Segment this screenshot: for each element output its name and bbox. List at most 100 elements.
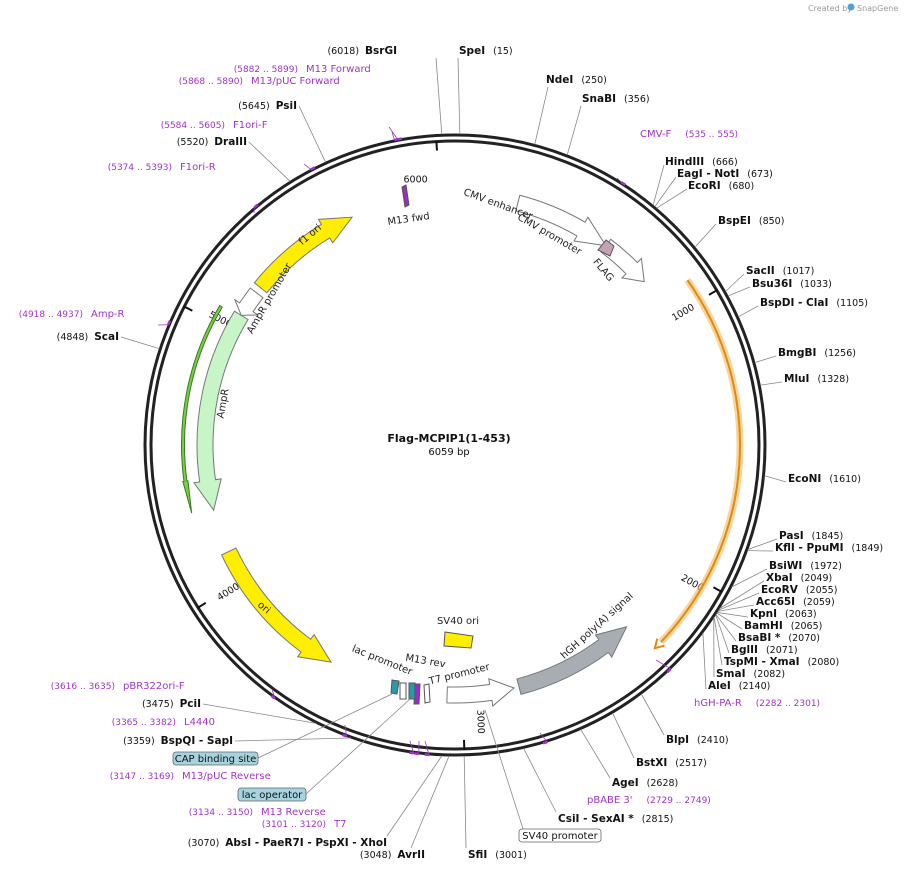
site-leader-acc65i bbox=[717, 604, 755, 612]
primer-pos-f1ori-f: (5584 .. 5605) bbox=[161, 121, 225, 131]
site-leader-psii bbox=[298, 105, 326, 163]
site-pos-bmgbi: (1256) bbox=[824, 348, 856, 359]
box-leader-cap-binding-site bbox=[257, 693, 393, 759]
primer-mark-amp-r bbox=[167, 320, 172, 326]
site-name-bsabi: BsaBI * bbox=[738, 632, 781, 644]
primer-pos-m13-puc-forward: (5868 .. 5890) bbox=[179, 77, 243, 87]
site-name-pasi: PasI bbox=[779, 530, 804, 542]
site-pos-ecori: (680) bbox=[729, 181, 755, 192]
primer-pos-hgh-pa-r: (2282 .. 2301) bbox=[756, 699, 820, 709]
site-leader-xbai bbox=[719, 580, 765, 609]
site-leader-csii-sexai bbox=[523, 748, 557, 813]
site-name-econi: EcoNI bbox=[788, 473, 821, 485]
box-label-cap-binding-site: CAP binding site bbox=[175, 754, 257, 765]
site-name-snabi: SnaBI bbox=[582, 93, 616, 105]
backbone-outer bbox=[143, 133, 767, 757]
site-pos-bsabi: (2070) bbox=[788, 633, 820, 644]
site-name-csii-sexai: CsiI - SexAI * bbox=[558, 813, 634, 825]
site-leader-bsiwi bbox=[731, 568, 768, 588]
credit-brand: SnapGene bbox=[857, 4, 898, 13]
primer-name-cmv-f: CMV-F bbox=[640, 129, 671, 140]
site-leader-pasi bbox=[747, 538, 778, 550]
primer-leader-cmv-f bbox=[616, 177, 622, 183]
site-leader-snabi bbox=[566, 105, 582, 156]
site-pos-ecorv: (2055) bbox=[806, 585, 838, 596]
feature-arrows bbox=[181, 184, 744, 708]
site-pos-blpi: (2410) bbox=[697, 735, 729, 746]
site-leader-ndei bbox=[534, 86, 549, 145]
primer-name-amp-r: Amp-R bbox=[91, 309, 125, 320]
ampr-orf-line bbox=[181, 304, 223, 514]
site-leader-bstxi bbox=[612, 712, 635, 759]
site-leader-ecori bbox=[656, 188, 688, 209]
ampr-promoter-feature bbox=[233, 287, 264, 316]
primer-leader-m13-forward bbox=[388, 126, 398, 140]
site-pos-absi-paer7i-pspxi-xhoi: (3070) bbox=[188, 838, 220, 849]
primer-name-t7: T7 bbox=[333, 819, 346, 830]
primer-mark-m13-puc-reverse bbox=[409, 751, 414, 755]
sv40-promoter-feature bbox=[446, 678, 515, 708]
site-name-acc65i: Acc65I bbox=[756, 596, 795, 608]
plasmid-name: Flag-MCPIP1(1-453) bbox=[387, 432, 510, 445]
site-pos-agei: (2628) bbox=[647, 778, 679, 789]
lac-operator-feature bbox=[408, 682, 416, 700]
tick-label-1000: 1000 bbox=[670, 302, 696, 324]
site-pos-xbai: (2049) bbox=[801, 573, 833, 584]
primer-mark-l4440 bbox=[341, 733, 347, 738]
site-leader-eagi-noti bbox=[654, 176, 677, 207]
box-lac-operator bbox=[237, 787, 307, 802]
site-name-bspqi-sapi: BspQI - SapI bbox=[161, 735, 233, 747]
feature-label-sv40-ori: SV40 ori bbox=[437, 616, 479, 627]
primer-name-l4440: L4440 bbox=[184, 717, 215, 728]
site-name-tspmi-xmai: TspMI - XmaI bbox=[724, 656, 800, 668]
site-pos-bamhi: (2065) bbox=[791, 621, 823, 632]
site-pos-sfii: (3001) bbox=[495, 850, 527, 861]
primer-leader-l4440 bbox=[344, 724, 347, 737]
site-leader-bspqi-sapi bbox=[234, 737, 351, 742]
site-name-ndei: NdeI bbox=[546, 74, 573, 86]
primer-leader-m13-puc-forward bbox=[391, 131, 395, 141]
cmv-enhancer-feature bbox=[515, 194, 607, 247]
site-leader-agei bbox=[580, 729, 611, 779]
primer-mark-f1ori-r bbox=[253, 203, 259, 209]
mcpip1-feature-head bbox=[653, 638, 665, 650]
site-name-draiii: DraIII bbox=[214, 136, 247, 148]
site-pos-spei: (15) bbox=[493, 46, 513, 57]
flag-feature bbox=[597, 239, 615, 257]
site-name-hindiii: HindIII bbox=[665, 156, 704, 168]
site-pos-bspdi-clai: (1105) bbox=[836, 298, 868, 309]
site-pos-pcii: (3475) bbox=[142, 699, 174, 710]
site-name-sacii: SacII bbox=[746, 265, 775, 277]
primer-pos-amp-r: (4918 .. 4937) bbox=[19, 310, 83, 320]
site-name-bspei: BspEI bbox=[718, 215, 751, 227]
site-leader-bsabi bbox=[715, 614, 737, 642]
primer-name-m13-forward: M13 Forward bbox=[306, 64, 371, 75]
primer-name-pbr322ori-f: pBR322ori-F bbox=[123, 681, 185, 692]
site-pos-psii: (5645) bbox=[238, 101, 270, 112]
site-pos-kfli-ppumi: (1849) bbox=[852, 543, 884, 554]
tick-mark-1000 bbox=[708, 288, 719, 296]
site-name-kpni: KpnI bbox=[750, 608, 777, 620]
site-pos-econi: (1610) bbox=[829, 474, 861, 485]
credit-text: Created by bbox=[808, 4, 852, 13]
site-leader-spei bbox=[457, 57, 461, 135]
site-leader-kpni bbox=[717, 612, 749, 618]
site-leader-pcii bbox=[202, 703, 317, 724]
primer-mark-pbabe-3 bbox=[542, 740, 548, 745]
site-pos-mlui: (1328) bbox=[817, 374, 849, 385]
primer-pos-pbabe-3: (2729 .. 2749) bbox=[647, 796, 711, 806]
site-name-ecori: EcoRI bbox=[688, 180, 721, 192]
site-pos-bglii: (2071) bbox=[766, 645, 798, 656]
site-pos-pasi: (1845) bbox=[812, 531, 844, 542]
primer-pos-l4440: (3365 .. 3382) bbox=[112, 718, 176, 728]
box-cap-binding-site bbox=[172, 751, 259, 766]
site-name-eagi-noti: EagI - NotI bbox=[677, 168, 739, 180]
site-leader-bmgbi bbox=[754, 355, 777, 363]
primer-mark-hgh-pa-r bbox=[666, 668, 672, 673]
site-name-bglii: BglII bbox=[731, 644, 758, 656]
primer-mark-m13-reverse bbox=[414, 752, 419, 756]
site-name-avrii: AvrII bbox=[397, 849, 425, 861]
tick-mark-2000 bbox=[712, 586, 723, 593]
primer-pos-cmv-f: (535 .. 555) bbox=[685, 130, 738, 140]
